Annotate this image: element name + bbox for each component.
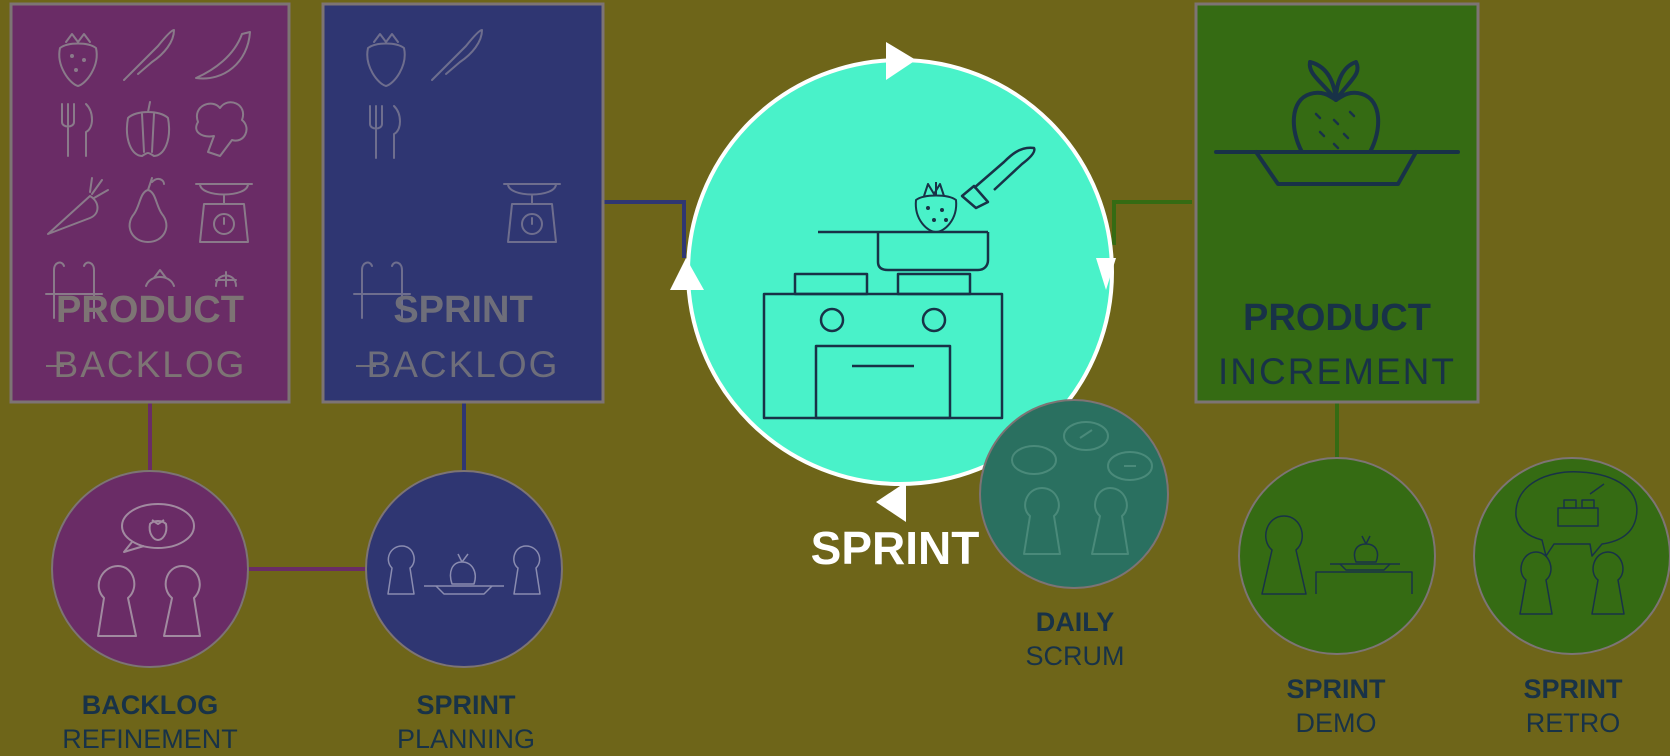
sprint-cycle [670,42,1116,522]
daily-scrum-line1: DAILY [1035,607,1115,637]
cycle-arrow-right [1096,258,1116,290]
sprint-demo-line1: SPRINT [1286,674,1386,704]
sprint-retro-circle [1473,457,1670,655]
cycle-arrow-bottom [876,482,906,522]
fork-knife-icon [61,103,93,157]
backlog-refinement-line1: BACKLOG [81,690,219,720]
pan-icon [818,230,990,272]
product-increment-line2: INCREMENT [1218,351,1456,392]
knife-icon [123,29,175,81]
daily-scrum-circle [979,399,1169,589]
product-backlog-card [9,2,291,404]
fork-knife-icon [369,105,401,159]
strawberry-icon [914,182,958,233]
product-backlog-line2: BACKLOG [53,344,247,385]
daily-scrum-label: DAILY SCRUM [965,605,1185,673]
product-increment-label: PRODUCT INCREMENT [1196,292,1478,400]
spatula-icon [960,146,1036,210]
stove-icon [762,272,1004,420]
strawberry-icon [366,33,406,87]
sprint-retro-label: SPRINT RETRO [1463,672,1670,740]
carrot-icon [47,177,109,235]
people-talking-icon [97,503,201,637]
strawberry-icon [58,33,98,87]
sprint-backlog-card [321,2,605,404]
product-backlog-label: PRODUCT BACKLOG [10,284,290,394]
kitchen-scale-icon [195,183,253,243]
apron-icon [353,261,411,319]
sprint-backlog-line2: BACKLOG [366,344,560,385]
sprint-retro-line1: SPRINT [1523,674,1623,704]
kitchen-scale-icon [503,183,561,243]
sprint-title: SPRINT [810,522,980,574]
broccoli-icon [195,101,248,157]
sprint-demo-line2: DEMO [1295,708,1377,738]
connectors [148,200,1339,571]
backlog-refinement-circle [51,470,249,668]
daily-scrum-line2: SCRUM [1025,641,1125,671]
pepper-icon [126,101,170,157]
cycle-arrow-left [670,258,704,290]
backlog-refinement-label: BACKLOG REFINEMENT [40,688,260,756]
knife-icon [431,29,483,81]
sprint-backlog-line1: SPRINT [393,289,533,331]
product-increment-line1: PRODUCT [1243,297,1431,339]
sprint-planning-circle [365,470,563,668]
sprint-planning-line1: SPRINT [416,690,516,720]
sprint-planning-label: SPRINT PLANNING [356,688,576,756]
cycle-arrow-top [886,42,916,80]
sprint-retro-line2: RETRO [1525,708,1621,738]
sprint-demo-label: SPRINT DEMO [1226,672,1446,740]
apron-icon [45,261,103,319]
backlog-refinement-line2: REFINEMENT [62,724,238,754]
pear-icon [128,177,168,243]
product-backlog-line1: PRODUCT [56,289,244,331]
product-increment-card [1194,2,1480,404]
whisk-icon [215,271,237,287]
sprint-demo-circle [1238,457,1436,655]
banana-icon [195,31,251,80]
sprint-planning-line2: PLANNING [396,724,536,754]
apple-on-plate-icon [1214,60,1460,186]
onion-icon [145,269,175,287]
sprint-backlog-label: SPRINT BACKLOG [322,284,604,394]
strawberry-icon [148,519,168,541]
